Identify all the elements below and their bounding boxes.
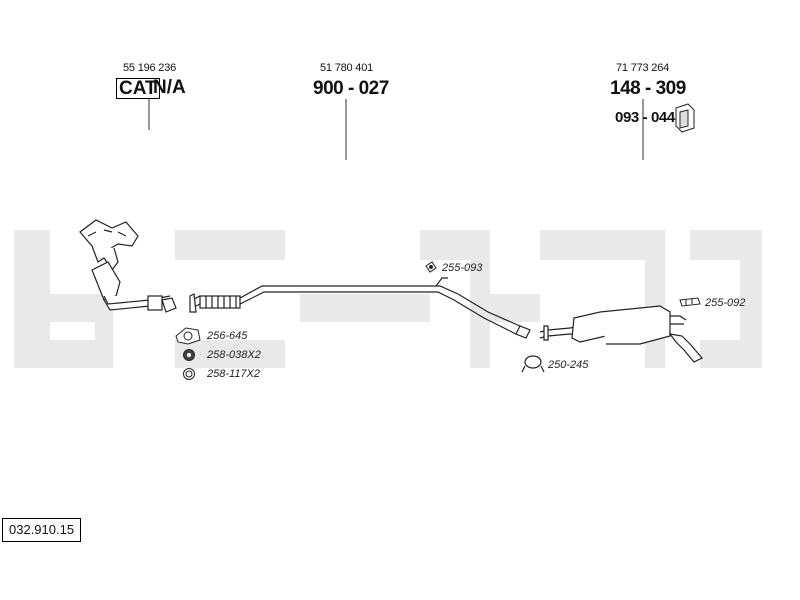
bracket-icon [675, 103, 695, 133]
bosal-watermark [14, 230, 762, 368]
rear-silencer [539, 305, 703, 363]
middle-pipe-number: 900 - 027 [313, 78, 389, 99]
gasket-icon [175, 327, 201, 345]
oe-number-rear: 71 773 264 [616, 62, 670, 74]
rear-silencer-number: 148 - 309 [610, 78, 686, 99]
oe-number-middle: 51 780 401 [320, 62, 374, 74]
diagram-reference: 032.910.15 [2, 518, 82, 542]
clamp-icon [521, 355, 545, 373]
ring-icon [183, 368, 195, 380]
manifold-catalyst [79, 219, 177, 313]
rubber-mount-icon [425, 261, 437, 273]
cat-label: CAT [116, 78, 160, 99]
leader-lines [148, 99, 644, 160]
rear-rubber-label: 255-092 [705, 297, 746, 309]
middle-pipe [189, 277, 531, 339]
rear-rubber-icon [679, 297, 701, 307]
gasket-label: 256-645 [207, 330, 248, 342]
mid-rubber-label: 255-093 [442, 262, 483, 274]
oe-number-cat: 55 196 236 [123, 62, 177, 74]
nut-label: 258-038X2 [207, 349, 261, 361]
nut-icon [183, 349, 195, 361]
ring-label: 258-117X2 [207, 368, 261, 380]
rear-mount-kit-number: 093 - 044 [615, 109, 675, 126]
cat-status: N/A [153, 77, 186, 98]
clamp-label: 250-245 [548, 359, 589, 371]
